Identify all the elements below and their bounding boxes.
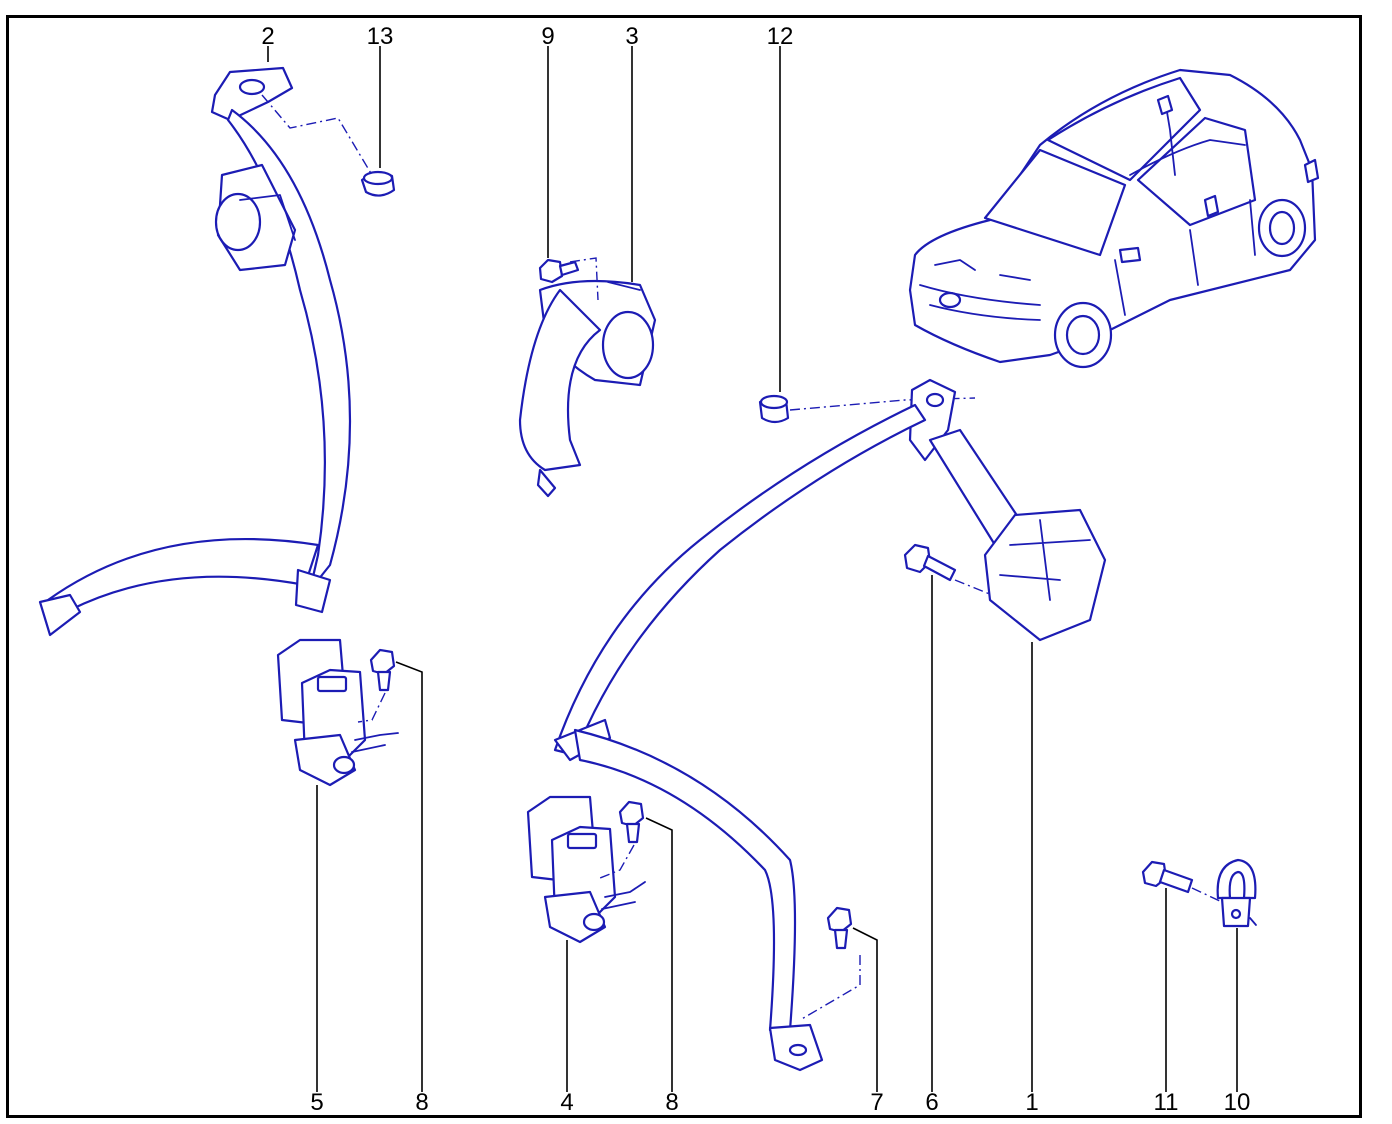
bolt-7 bbox=[826, 906, 853, 950]
callout-3: 3 bbox=[625, 23, 638, 50]
buckle-4 bbox=[526, 795, 646, 944]
grommet-12 bbox=[758, 394, 976, 424]
bolt-8-lower bbox=[599, 800, 645, 879]
callout-4: 4 bbox=[560, 1089, 573, 1116]
callout-labels: 2 13 9 3 12 5 8 4 8 7 6 1 11 10 bbox=[261, 23, 1250, 1116]
bolt-9 bbox=[538, 258, 580, 284]
callout-10: 10 bbox=[1224, 1089, 1251, 1116]
callout-7: 7 bbox=[870, 1089, 883, 1116]
diagram-frame bbox=[6, 15, 1362, 1118]
anchor-10 bbox=[1216, 858, 1257, 928]
cap-13 bbox=[360, 170, 396, 197]
leader-lines bbox=[267, 46, 1238, 1092]
callout-2: 2 bbox=[261, 23, 274, 50]
rear-left-belt-assembly bbox=[38, 66, 373, 637]
callout-8-left: 8 bbox=[415, 1089, 428, 1116]
center-belt-assembly bbox=[518, 257, 657, 498]
car-illustration bbox=[908, 68, 1320, 369]
callout-1: 1 bbox=[1025, 1089, 1038, 1116]
bolt-6 bbox=[903, 543, 993, 596]
callout-11: 11 bbox=[1154, 1089, 1179, 1116]
buckle-5 bbox=[276, 638, 399, 787]
bolt-11 bbox=[1141, 860, 1223, 903]
callout-5: 5 bbox=[310, 1089, 323, 1116]
callout-6: 6 bbox=[925, 1089, 938, 1116]
bolt-8-upper bbox=[357, 648, 396, 723]
callout-12: 12 bbox=[767, 23, 794, 50]
callout-13: 13 bbox=[367, 23, 394, 50]
callout-8-right: 8 bbox=[665, 1089, 678, 1116]
front-belt-assembly bbox=[553, 378, 1107, 1072]
callout-9: 9 bbox=[541, 23, 554, 50]
